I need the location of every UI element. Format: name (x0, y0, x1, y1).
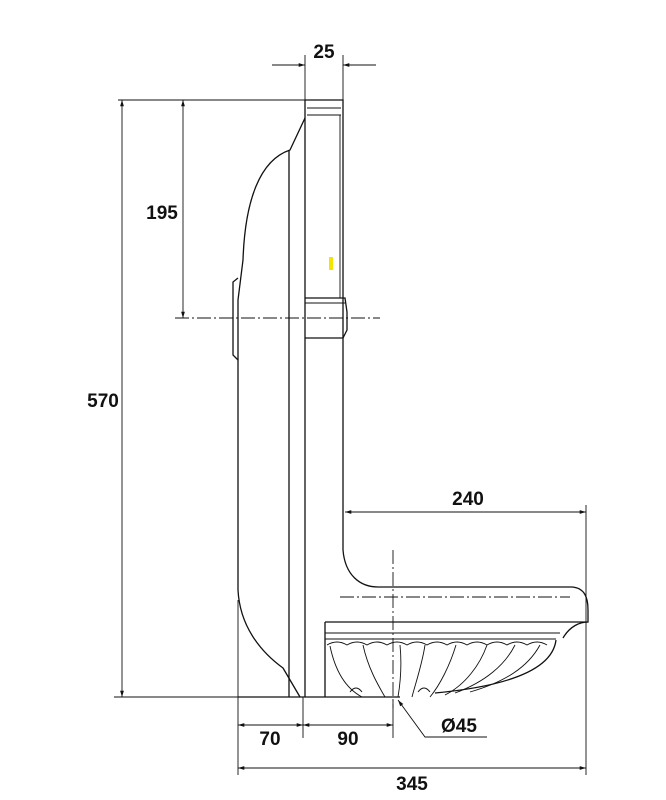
dim-top-depth: 25 (313, 42, 335, 63)
dim-body-depth: 70 (259, 729, 280, 750)
dim-total-height: 570 (87, 391, 119, 412)
dim-basin-depth: 240 (452, 489, 484, 510)
dim-outlet-height: 195 (146, 203, 178, 224)
dimension-lines (120, 63, 586, 770)
fountain-body (232, 99, 400, 698)
basin (324, 505, 589, 698)
extension-lines (114, 55, 587, 775)
dim-total-depth: 345 (396, 774, 428, 795)
dim-drain-offset: 90 (337, 729, 358, 750)
dim-drain-diameter: Ø45 (441, 716, 477, 737)
yellow-marker (329, 257, 333, 270)
